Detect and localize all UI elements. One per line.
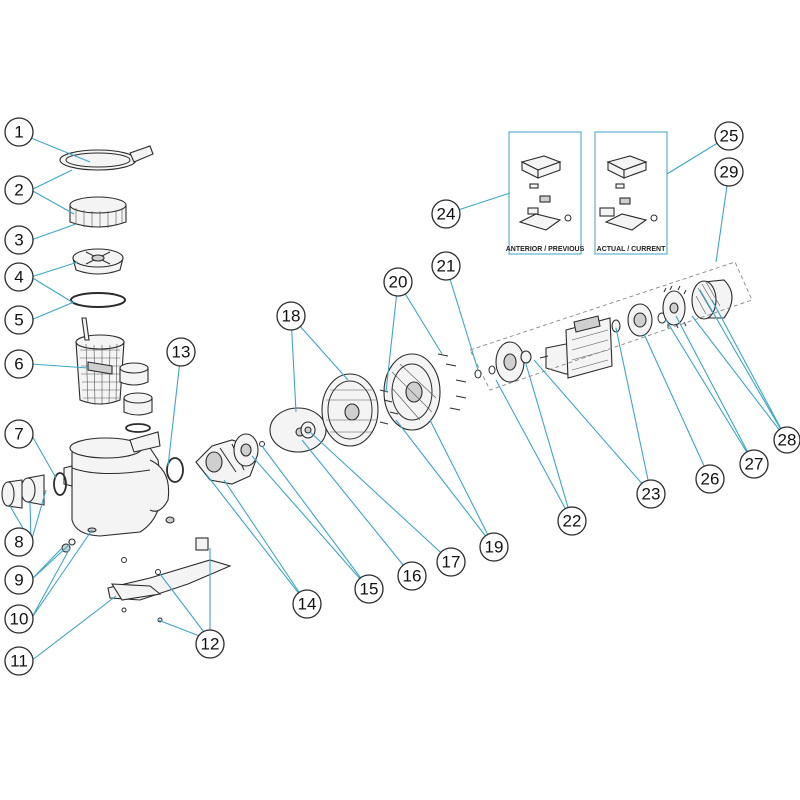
callout-13: 13	[166, 337, 196, 367]
part-cooling-fan	[662, 285, 687, 329]
inset-previous: ANTERIOR / PREVIOUS	[506, 131, 585, 255]
callout-28: 28	[773, 426, 800, 454]
part-motor	[539, 315, 613, 379]
callout-22: 22	[557, 506, 587, 536]
leader-lines	[9, 135, 788, 662]
callout-7: 7	[4, 419, 34, 449]
part-seal-disc	[269, 407, 327, 453]
part-seal-plate	[321, 373, 379, 447]
callout-26: 26	[695, 464, 725, 494]
callout-16: 16	[397, 561, 427, 591]
svg-text:27: 27	[745, 455, 764, 474]
callout-6: 6	[4, 349, 34, 379]
callout-20: 20	[383, 267, 413, 297]
svg-text:5: 5	[14, 311, 23, 330]
svg-text:22: 22	[563, 512, 582, 531]
callout-18: 18	[276, 301, 306, 331]
callout-8: 8	[4, 527, 34, 557]
callout-12: 12	[195, 629, 225, 659]
part-rear-bearing	[611, 319, 621, 333]
motor-assembly-outline	[469, 261, 753, 391]
svg-text:6: 6	[14, 355, 23, 374]
svg-text:7: 7	[14, 425, 23, 444]
callout-14: 14	[292, 589, 322, 619]
svg-text:21: 21	[437, 257, 456, 276]
svg-text:26: 26	[701, 470, 720, 489]
svg-text:28: 28	[778, 431, 797, 450]
part-pump-housing	[63, 431, 175, 537]
callout-23: 23	[636, 479, 666, 509]
part-lid	[72, 248, 124, 275]
inset-previous-label: ANTERIOR / PREVIOUS	[506, 246, 585, 253]
svg-text:19: 19	[485, 538, 504, 557]
callout-24: 24	[431, 199, 461, 229]
callout-2: 2	[4, 175, 34, 205]
svg-text:15: 15	[360, 580, 379, 599]
callout-17: 17	[436, 547, 466, 577]
part-motor-bracket	[383, 353, 441, 431]
svg-text:13: 13	[172, 343, 191, 362]
svg-text:29: 29	[720, 163, 739, 182]
callout-27: 27	[739, 449, 769, 479]
svg-text:16: 16	[403, 567, 422, 586]
svg-text:3: 3	[14, 231, 23, 250]
svg-text:23: 23	[642, 485, 661, 504]
callout-11: 11	[4, 646, 34, 676]
part-screws	[379, 353, 467, 425]
part-lid-nut	[69, 196, 127, 228]
inset-current-label: ACTUAL / CURRENT	[597, 246, 666, 253]
svg-text:12: 12	[201, 635, 220, 654]
svg-text:24: 24	[437, 205, 456, 224]
callout-1: 1	[4, 117, 34, 147]
callout-3: 3	[4, 225, 34, 255]
svg-text:14: 14	[298, 595, 317, 614]
callout-25: 25	[714, 121, 744, 151]
svg-text:1: 1	[14, 123, 23, 142]
part-pump-base	[107, 537, 232, 623]
callout-29: 29	[714, 157, 744, 187]
part-front-flange	[495, 341, 532, 383]
part-lock-ring-handle	[59, 145, 154, 171]
part-strainer-basket	[75, 317, 125, 406]
callout-10: 10	[4, 604, 34, 634]
callout-19: 19	[479, 532, 509, 562]
svg-text:20: 20	[389, 273, 408, 292]
callout-9: 9	[4, 565, 34, 595]
part-lid-oring	[70, 292, 126, 308]
part-side-unions	[1, 472, 67, 509]
callout-4: 4	[4, 262, 34, 292]
svg-text:11: 11	[10, 652, 28, 671]
part-washer	[474, 365, 496, 379]
svg-text:8: 8	[14, 533, 23, 552]
callout-21: 21	[431, 251, 461, 281]
svg-text:18: 18	[282, 307, 301, 326]
part-mechanical-seal	[300, 421, 316, 439]
callout-15: 15	[354, 574, 384, 604]
svg-text:25: 25	[720, 127, 739, 146]
svg-text:9: 9	[14, 571, 23, 590]
callout-5: 5	[4, 305, 34, 335]
svg-text:4: 4	[14, 268, 23, 287]
part-diffuser-oring	[166, 457, 184, 483]
svg-text:17: 17	[442, 553, 461, 572]
part-rear-cover	[627, 303, 667, 337]
part-impeller	[233, 433, 265, 467]
part-fan-cover	[691, 279, 733, 320]
svg-text:2: 2	[14, 181, 23, 200]
inset-current: ACTUAL / CURRENT	[594, 131, 668, 255]
svg-text:10: 10	[10, 610, 29, 629]
part-spare-unions	[119, 362, 153, 433]
